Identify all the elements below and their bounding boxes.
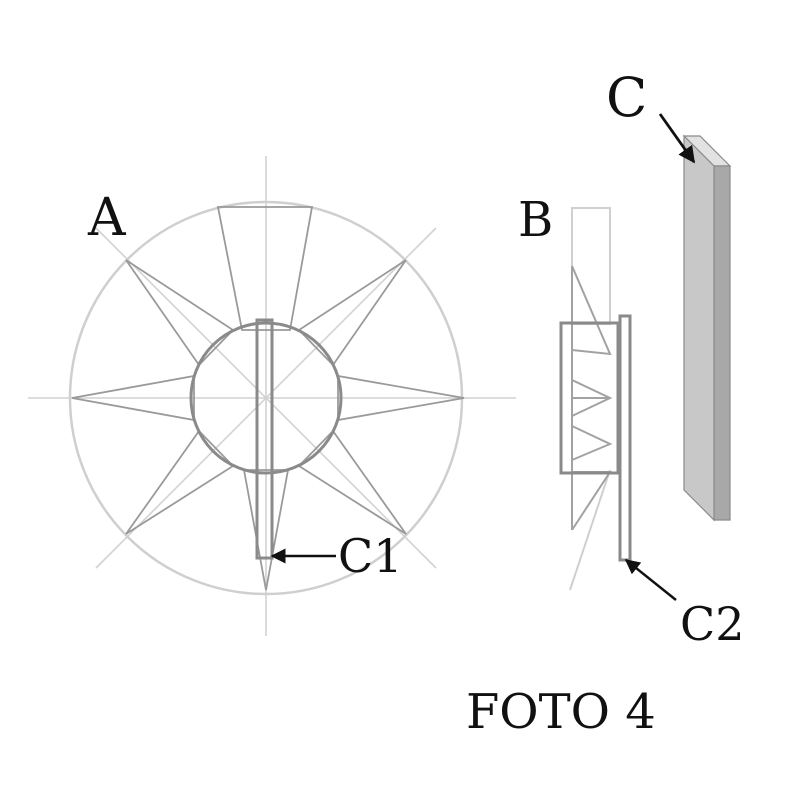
construction-lines: [28, 156, 516, 636]
figure-c: [658, 113, 732, 522]
c-arrow: [658, 113, 696, 164]
bar-c1: [255, 318, 274, 560]
bar-c2: [618, 314, 632, 562]
inner-circle: [189, 321, 343, 475]
label-c: C: [606, 66, 647, 129]
board-front: [683, 134, 715, 522]
board-side: [713, 165, 731, 521]
caption: FOTO 4: [466, 684, 656, 740]
figure-a: [28, 156, 516, 636]
label-b: B: [518, 192, 553, 248]
label-c2: C2: [680, 597, 744, 651]
b-triangles: [571, 265, 613, 531]
b-hub: [559, 321, 620, 475]
label-a: A: [87, 188, 127, 248]
star-points: [71, 206, 465, 591]
figure-b: [559, 207, 677, 601]
c2-arrow: [624, 559, 677, 601]
label-c1: C1: [338, 529, 402, 583]
